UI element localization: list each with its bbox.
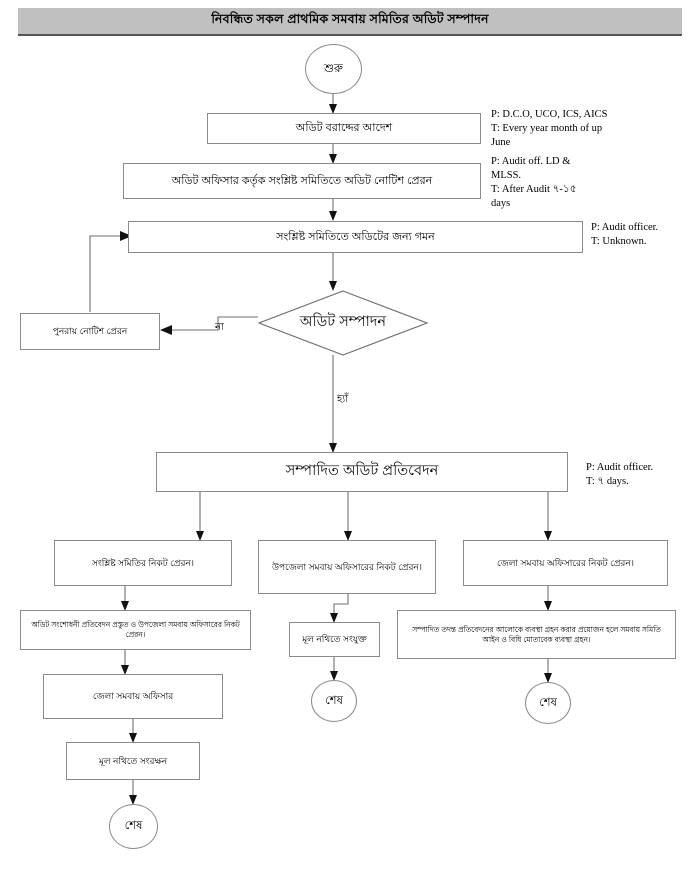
page-title: নিবন্ধিত সকল প্রাথমিক সমবায় সমিতির অডিট… [211,12,489,26]
right-action-label: সম্পাদিত তদন্ত প্রতিবেদনের আলোকে ব্যবস্থ… [412,624,661,644]
left-corrective-label: অডিট সংশোধনী প্রতিবেদন প্রস্তুত ও উপজেলা… [31,620,240,639]
annotation-go-to-society: P: Audit officer. T: Unknown. [591,222,659,247]
allocation-order-label: অডিট বরাদ্দের আদেশ [295,122,393,135]
preserve-file-label: মূল নথিতে সংরক্ষন [98,755,168,766]
start-label: শুরু [324,62,343,75]
start-terminator: শুরু [305,44,362,94]
node-right-action: সম্পাদিত তদন্ত প্রতিবেদনের আলোকে ব্যবস্থ… [397,610,676,659]
annotation-audit-notice: P: Audit off. LD & MLSS. T: After Audit … [491,156,577,209]
go-to-society-label: সংশ্লিষ্ট সমিতিতে অডিটের জন্য গমন [276,230,435,243]
node-branch-left: সংশ্লিষ্ট সমিতির নিকট প্রেরন। [54,540,232,586]
decision-audit-completed: অডিট সম্পাদন [258,290,428,356]
end-terminator-right: শেষ [525,682,571,724]
node-resend-notice: পুনরায় নোটিশ প্রেরন [20,313,160,350]
edge-label-yes: হ্যাঁ [337,394,349,405]
audit-notice-label: অডিট অফিসার কর্তৃক সংশ্লিষ্ট সমিতিতে অডি… [171,174,433,187]
node-audit-notice: অডিট অফিসার কর্তৃক সংশ্লিষ্ট সমিতিতে অডি… [123,163,481,199]
branch-right-label: জেলা সমবায় অফিসারের নিকট প্রেরন। [497,557,634,568]
end-terminator-mid: শেষ [311,680,357,722]
branch-mid-label: উপজেলা সমবায় অফিসারের নিকট প্রেরন। [271,561,423,572]
branch-left-label: সংশ্লিষ্ট সমিতির নিকট প্রেরন। [91,557,195,568]
header-bar: নিবন্ধিত সকল প্রাথমিক সমবায় সমিতির অডিট… [18,8,682,36]
mid-attach-label: মূল নথিতে সংযুক্ত [302,634,367,645]
end-right-label: শেষ [539,696,557,709]
node-allocation-order: অডিট বরাদ্দের আদেশ [207,113,481,144]
annotation-allocation-order: P: D.C.O, UCO, ICS, AICS T: Every year m… [491,109,608,148]
end-left-label: শেষ [124,820,143,832]
decision-label: অডিট সম্পাদন [299,314,387,330]
annotation-audit-report: P: Audit officer. T: ৭ days. [586,462,654,487]
node-branch-right: জেলা সমবায় অফিসারের নিকট প্রেরন। [463,540,668,586]
district-officer-label: জেলা সমবায় অফিসার [92,691,174,702]
audit-report-label: সম্পাদিত অডিট প্রতিবেদন [285,463,439,480]
node-go-to-society: সংশ্লিষ্ট সমিতিতে অডিটের জন্য গমন [128,221,583,253]
node-preserve-file: মূল নথিতে সংরক্ষন [66,742,200,780]
edge-label-no: না [215,322,224,333]
node-district-officer: জেলা সমবায় অফিসার [43,674,223,719]
resend-notice-label: পুনরায় নোটিশ প্রেরন [52,326,128,337]
node-audit-report: সম্পাদিত অডিট প্রতিবেদন [156,452,568,492]
node-branch-mid: উপজেলা সমবায় অফিসারের নিকট প্রেরন। [258,540,436,594]
end-terminator-left: শেষ [109,804,158,849]
end-mid-label: শেষ [325,694,343,707]
node-mid-attach: মূল নথিতে সংযুক্ত [289,622,380,657]
node-left-corrective: অডিট সংশোধনী প্রতিবেদন প্রস্তুত ও উপজেলা… [20,610,251,650]
